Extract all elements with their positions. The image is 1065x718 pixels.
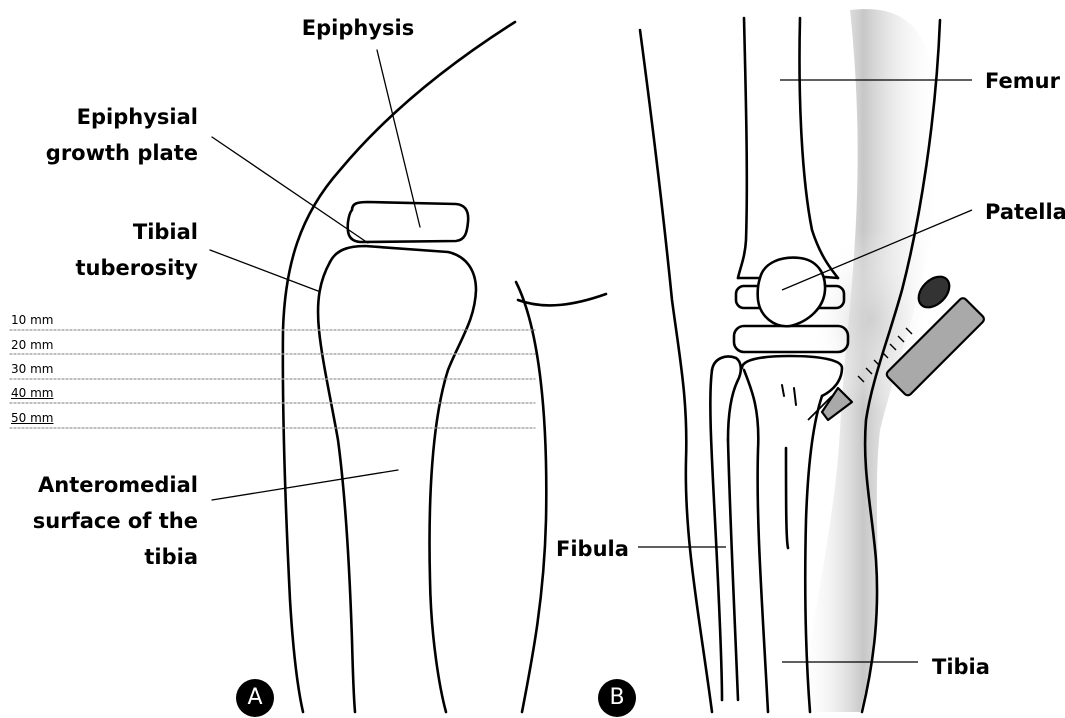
fibula-head <box>712 357 741 441</box>
panel-b-drawing <box>638 9 986 712</box>
leader-anteromedial <box>212 470 398 500</box>
leader-epiphysis <box>377 50 420 227</box>
skin-outline-posterior <box>516 282 546 712</box>
tibia-crest <box>786 448 788 548</box>
label-tuberosity-line2: tuberosity <box>20 250 198 286</box>
depth-label-50mm: 50 mm <box>11 411 53 425</box>
label-fibula: Fibula <box>556 531 629 567</box>
femur-shaft-right <box>800 18 839 278</box>
skin-popliteal-curve <box>518 294 606 305</box>
label-growth-plate-line1: Epiphysial <box>20 99 198 135</box>
depth-label-40mm: 40 mm <box>11 386 53 400</box>
depth-label-30mm: 30 mm <box>11 362 53 376</box>
label-femur: Femur <box>985 63 1060 99</box>
fibula-shaft-right <box>728 440 738 700</box>
label-anteromedial-line1: Anteromedial <box>10 467 198 503</box>
tibia-shaft-left-b <box>744 370 768 712</box>
label-epiphysis: Epiphysis <box>300 10 416 46</box>
skin-outline-anterior <box>283 22 515 712</box>
label-tuberosity-line1: Tibial <box>20 214 198 250</box>
epiphysis-shape <box>348 202 468 242</box>
leg-outline-left <box>640 30 712 712</box>
depth-label-20mm: 20 mm <box>11 338 53 352</box>
tibia-tuberosity-mark <box>782 385 796 405</box>
femur-shaft-left <box>738 18 747 278</box>
label-patella: Patella <box>985 194 1065 230</box>
panel-b-badge: B <box>598 679 636 717</box>
depth-label-10mm: 10 mm <box>11 313 53 327</box>
fibula-shaft-left <box>710 370 722 700</box>
leader-growth-plate <box>212 137 368 243</box>
label-anteromedial-line2: surface of the <box>10 503 198 539</box>
panel-a-badge: A <box>236 679 274 717</box>
label-tibia: Tibia <box>932 649 990 685</box>
leader-tibial-tuberosity <box>210 250 318 291</box>
label-anteromedial-line3: tibia <box>10 539 198 575</box>
label-growth-plate-line2: growth plate <box>20 135 198 171</box>
